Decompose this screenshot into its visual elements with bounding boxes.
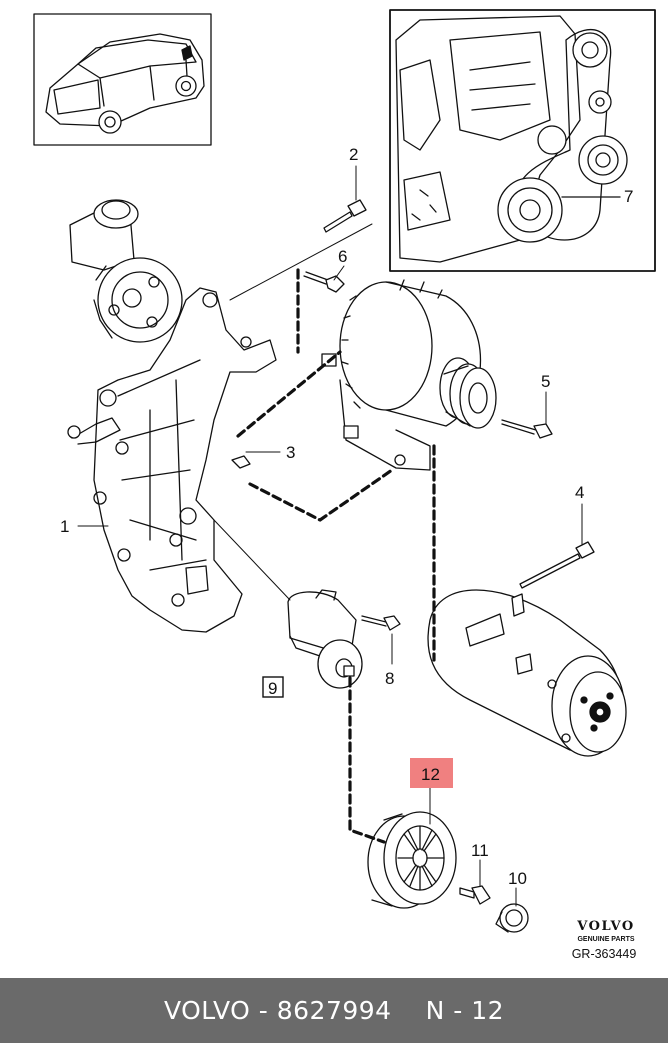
vehicle-inset: [33, 13, 212, 146]
callout-1: 1: [60, 517, 69, 536]
callout-7: 7: [624, 187, 633, 206]
callout-5: 5: [541, 372, 550, 391]
figure-code: GR-363449: [572, 947, 637, 961]
callout-12-highlight: [410, 758, 453, 788]
exploded-parts-diagram: 1 2 3 4 5 6 7 8 9 10 11 12 VOLVO GENUINE…: [33, 9, 656, 961]
callout-9-box: [262, 676, 284, 698]
leader-lines: [77, 165, 583, 907]
callout-9: 9: [268, 679, 277, 698]
position-reference-label: N - 12: [425, 996, 505, 1025]
belt-tensioner: [287, 589, 363, 689]
callout-8: 8: [385, 669, 394, 688]
volvo-logo: VOLVO: [576, 919, 634, 934]
part-number-footer: VOLVO - 8627994 N - 12: [0, 978, 668, 1043]
idler-pulley: [367, 811, 457, 909]
callout-2: 2: [349, 145, 358, 164]
ac-compressor: [427, 589, 627, 757]
callout-12: 12: [421, 765, 440, 784]
callout-10: 10: [508, 869, 527, 888]
fasteners: [231, 199, 595, 933]
part-number-label: VOLVO - 8627994: [163, 996, 392, 1025]
alternator: [321, 279, 497, 471]
engine-belt-inset: [389, 9, 656, 272]
genuine-parts-label: GENUINE PARTS: [577, 936, 634, 943]
callout-3: 3: [286, 443, 295, 462]
callout-4: 4: [575, 483, 584, 502]
mounting-bracket: [67, 287, 277, 633]
callout-6: 6: [338, 247, 347, 266]
callout-11: 11: [471, 841, 489, 860]
assembly-lines: [236, 268, 436, 844]
power-steering-pump: [69, 199, 183, 343]
